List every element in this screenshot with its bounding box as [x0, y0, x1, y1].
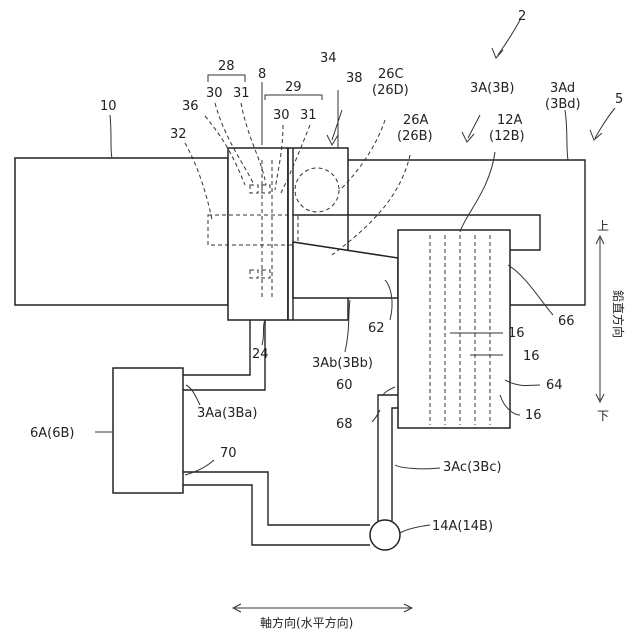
label-6A: 6A(6B): [30, 426, 75, 441]
label-10: 10: [100, 99, 117, 114]
label-70: 70: [220, 446, 237, 461]
label-31a: 31: [233, 86, 250, 101]
pipe-3Ac-a: [183, 472, 370, 525]
label-28: 28: [218, 59, 235, 74]
vertical-down-label: 下: [597, 409, 609, 423]
label-68: 68: [336, 417, 353, 432]
label-38: 38: [346, 71, 363, 86]
label-26A-1: 26A: [403, 113, 429, 128]
horizontal-axis-label: 軸方向(水平方向): [260, 615, 353, 630]
leader-12A: [460, 152, 495, 232]
passage-3Ab: [293, 242, 398, 298]
cooler-6A: [113, 368, 183, 493]
vertical-axis-label: 鉛直方向: [611, 290, 626, 338]
leader-70: [185, 460, 214, 475]
label-30a: 30: [206, 86, 223, 101]
label-5: 5: [615, 92, 623, 107]
pipe-3Aa-outer: [183, 320, 250, 375]
label-12A-1: 12A: [497, 113, 523, 128]
label-26A-2: (26B): [397, 129, 433, 144]
arrow-5: [595, 108, 615, 138]
label-3Ab: 3Ab(3Bb): [312, 356, 373, 371]
leader-3Ad: [565, 110, 568, 160]
heat-exchanger-12A: [398, 230, 510, 428]
label-29: 29: [285, 80, 302, 95]
pump-14A: [370, 520, 400, 550]
arrow-2: [498, 20, 520, 55]
label-2: 2: [518, 9, 526, 24]
heat-exchanger: [398, 230, 510, 428]
leader-14A: [400, 525, 430, 533]
label-3Ad-1: 3Ad: [550, 81, 575, 96]
label-64: 64: [546, 378, 563, 393]
label-26C-1: 26C: [378, 67, 404, 82]
pipe-3Ac-b: [183, 485, 370, 545]
leader-3Ac: [395, 465, 440, 469]
leader-10: [110, 115, 112, 158]
label-3A: 3A(3B): [470, 81, 515, 96]
leader-3Aa: [186, 385, 200, 405]
label-3Ac: 3Ac(3Bc): [443, 460, 502, 475]
label-14A: 14A(14B): [432, 519, 493, 534]
pipe-riser-b: [392, 408, 398, 521]
vertical-up-label: 上: [597, 219, 609, 233]
left-housing-10: [15, 158, 228, 305]
brace-28: [208, 75, 245, 82]
label-34: 34: [320, 51, 337, 66]
leader-68: [372, 410, 380, 422]
case-left-half: [228, 148, 288, 320]
leader-66: [508, 265, 553, 315]
label-12A-2: (12B): [489, 129, 525, 144]
arrow-34: [332, 110, 342, 140]
label-8: 8: [258, 67, 266, 82]
label-16c: 16: [525, 408, 542, 423]
label-3Aa: 3Aa(3Ba): [197, 406, 257, 421]
label-60: 60: [336, 378, 353, 393]
label-24: 24: [252, 347, 269, 362]
label-16b: 16: [523, 349, 540, 364]
label-30b: 30: [273, 108, 290, 123]
label-26C-2: (26D): [372, 83, 409, 98]
label-66: 66: [558, 314, 575, 329]
horizontal-axis: [233, 604, 412, 612]
pipe-riser-a: [378, 395, 398, 521]
label-16a: 16: [508, 326, 525, 341]
brace-29: [265, 95, 322, 100]
label-32: 32: [170, 127, 187, 142]
vertical-axis: [596, 236, 604, 402]
label-36: 36: [182, 99, 199, 114]
label-62: 62: [368, 321, 385, 336]
label-31b: 31: [300, 108, 317, 123]
arrow-5-head: [590, 130, 602, 140]
label-3Ad-2: (3Bd): [545, 97, 581, 112]
